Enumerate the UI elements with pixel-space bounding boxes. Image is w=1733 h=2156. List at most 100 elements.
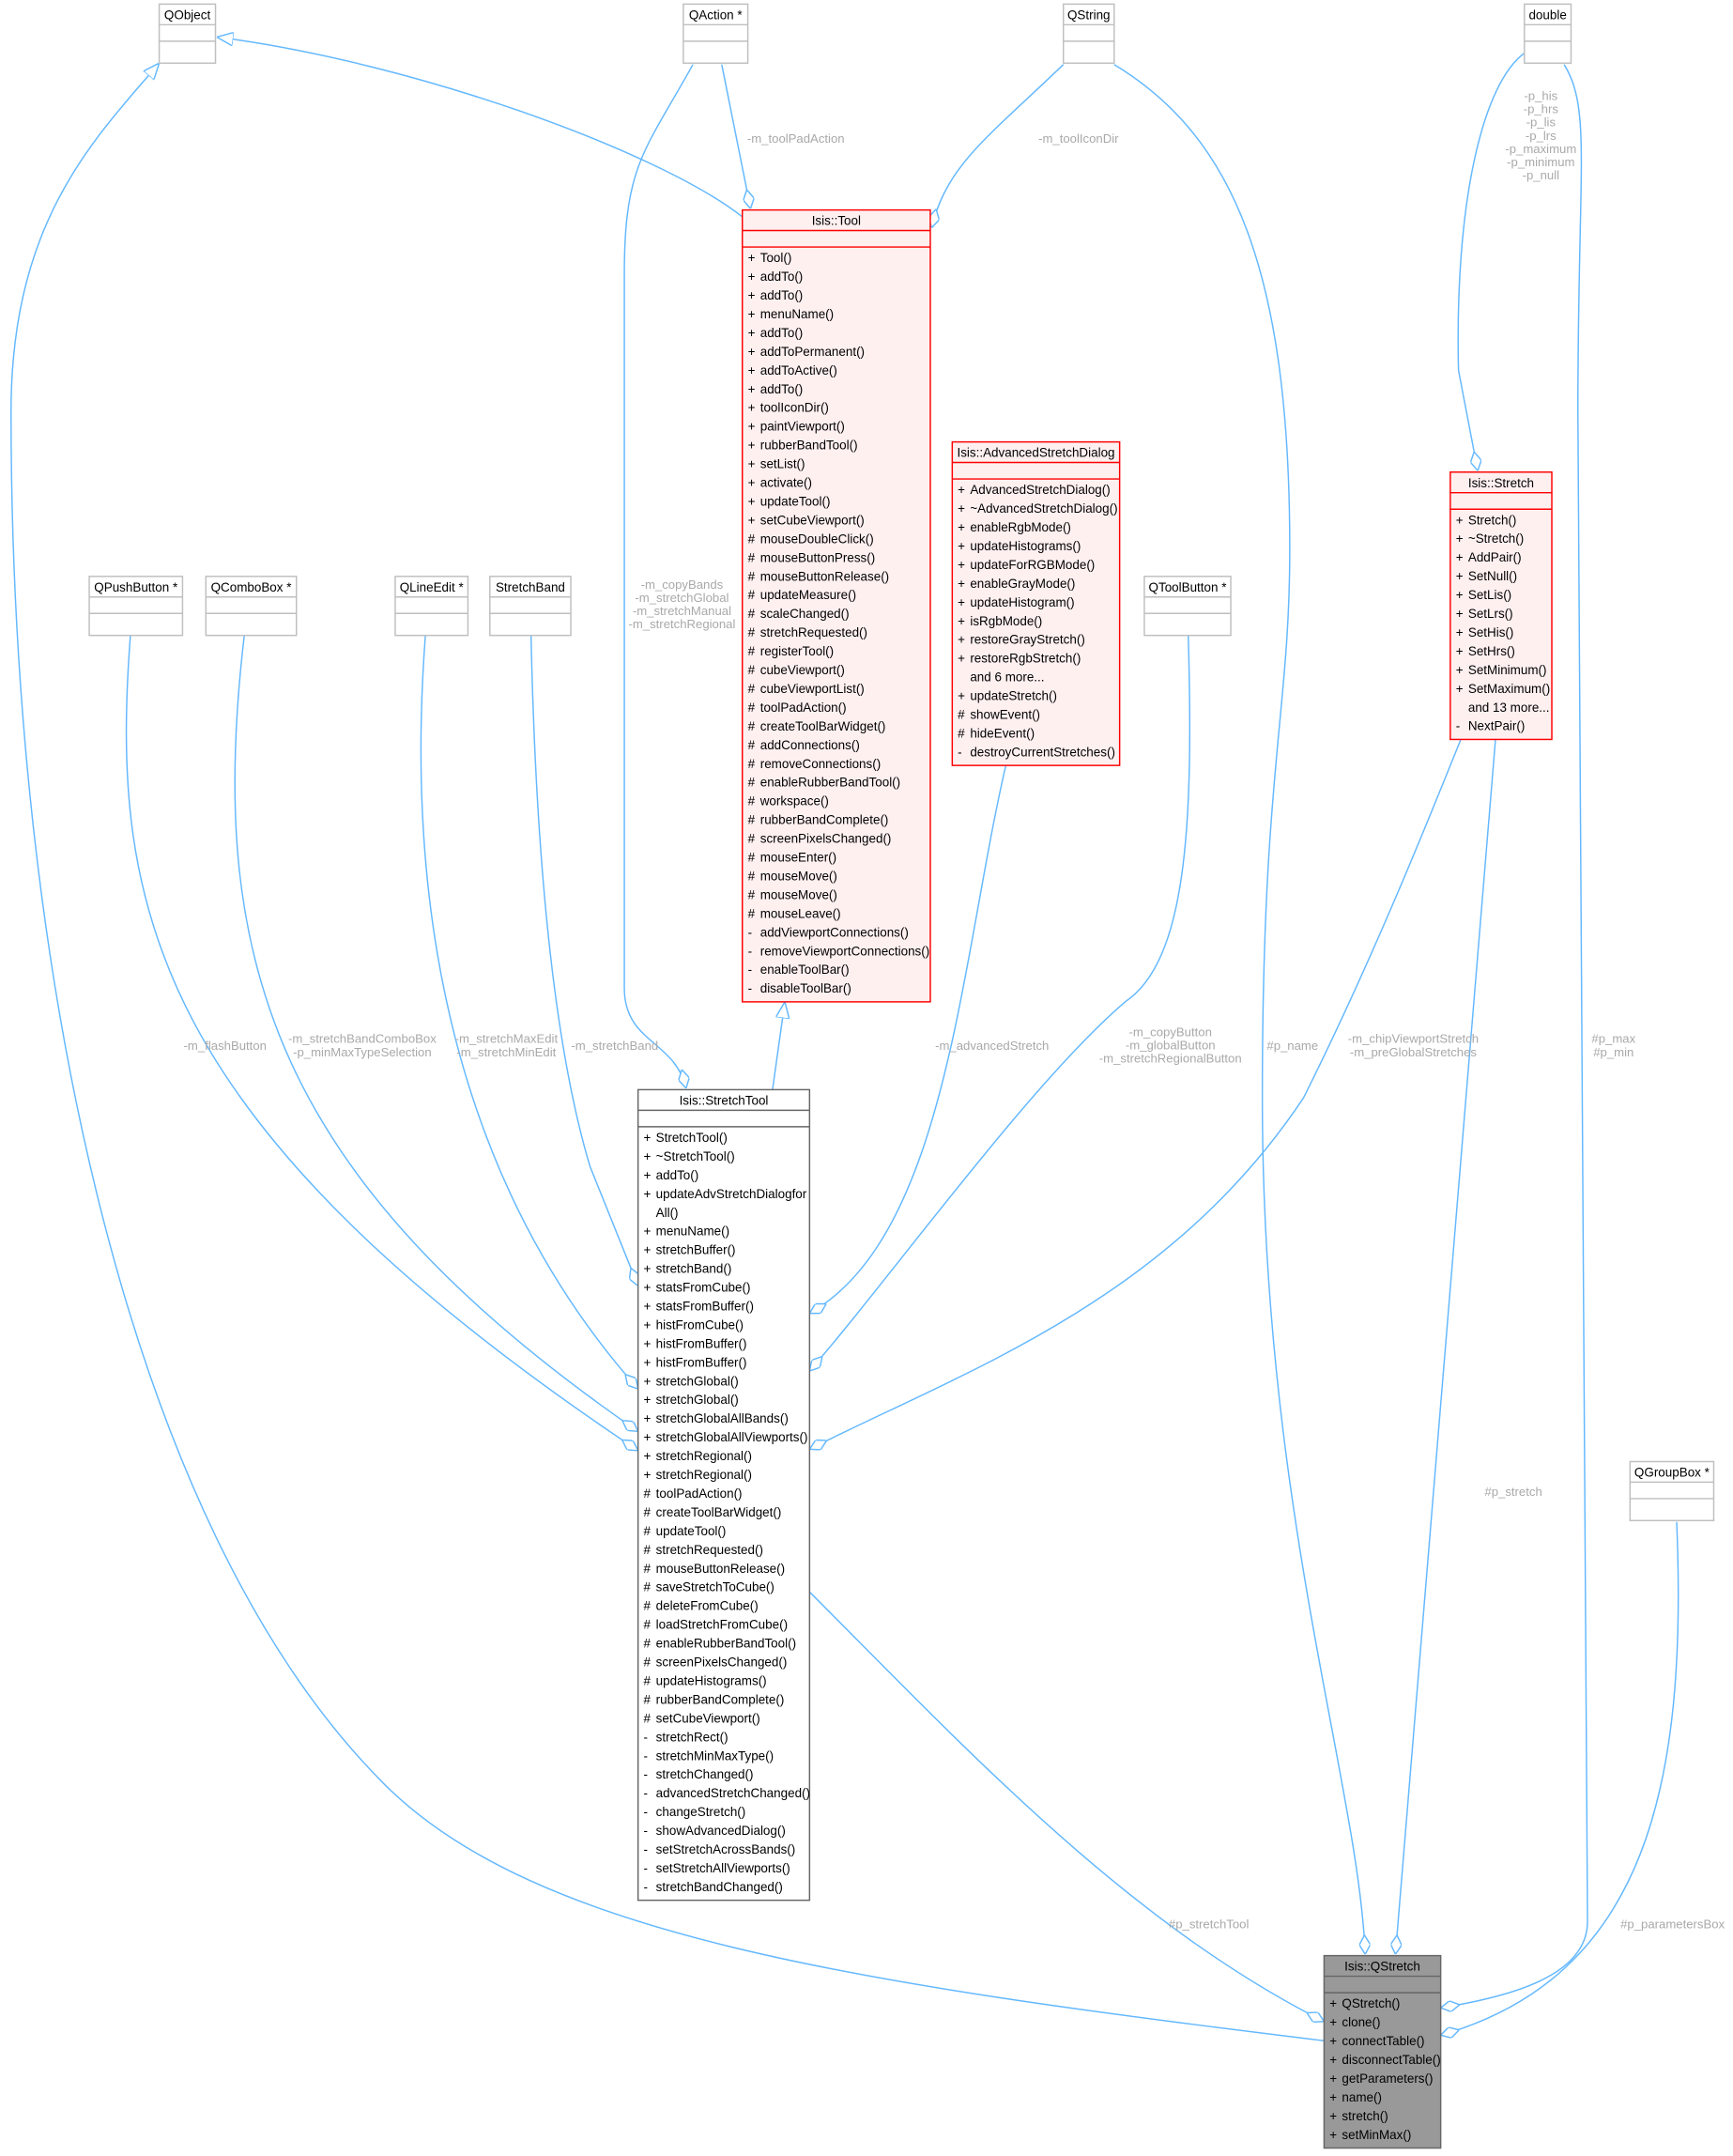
class-title: QLineEdit * — [400, 580, 465, 594]
member-visibility: - — [644, 1880, 648, 1894]
member-visibility: + — [1329, 1996, 1337, 2010]
class-title: Isis::AdvancedStretchDialog — [957, 446, 1114, 460]
member-name: enableRgbMode() — [970, 520, 1071, 534]
member-name: updateTool() — [760, 494, 831, 508]
member-visibility: # — [644, 1673, 652, 1687]
member-visibility: - — [644, 1730, 648, 1744]
member-name: mouseMove() — [760, 887, 837, 901]
member-name: mouseEnter() — [760, 851, 836, 865]
member-name: stretchBand() — [656, 1262, 732, 1276]
class-title: QString — [1067, 8, 1111, 22]
member-visibility: # — [644, 1486, 652, 1501]
member-name: loadStretchFromCube() — [656, 1618, 788, 1632]
member-visibility: + — [748, 345, 756, 359]
edge-qgroupbox-qstretch — [1441, 1521, 1679, 2036]
edge-label: -p_minimum — [1507, 155, 1574, 169]
member-visibility: + — [644, 1281, 652, 1295]
member-name: saveStretchToCube() — [656, 1580, 774, 1594]
member-name: stretchRequested() — [760, 625, 867, 639]
member-visibility: + — [1456, 644, 1464, 658]
member-name: addTo() — [760, 270, 804, 284]
member-visibility: + — [1456, 588, 1464, 602]
class-box-tool[interactable]: Isis::Tool+Tool()+addTo()+addTo()+menuNa… — [742, 208, 931, 1003]
member-name: mouseButtonRelease() — [760, 569, 889, 583]
edge-stretchband-stretchtool — [529, 635, 638, 1286]
member-visibility: + — [958, 577, 965, 591]
member-visibility: # — [644, 1637, 652, 1651]
member-name: stretchBuffer() — [656, 1243, 736, 1257]
edge-label: -m_toolIconDir — [1038, 131, 1119, 146]
member-name: and 6 more... — [970, 670, 1044, 685]
member-visibility: # — [748, 531, 756, 546]
member-name: enableRubberBandTool() — [656, 1637, 796, 1651]
member-visibility: - — [644, 1748, 648, 1763]
member-name: addViewportConnections() — [760, 925, 909, 939]
member-name: hideEvent() — [970, 726, 1035, 740]
member-visibility: # — [748, 832, 756, 846]
member-name: setCubeViewport() — [760, 513, 865, 527]
class-box-qgroupbox[interactable]: QGroupBox * — [1629, 1460, 1715, 1522]
class-box-qlineedit[interactable]: QLineEdit * — [394, 576, 469, 637]
member-name: cubeViewportList() — [760, 682, 865, 696]
edge-label: -m_stretchBand — [571, 1039, 658, 1053]
class-box-stretchtool[interactable]: Isis::StretchTool+StretchTool()+~Stretch… — [636, 1088, 811, 1902]
class-box-double[interactable]: double — [1524, 3, 1572, 64]
member-name: enableToolBar() — [760, 962, 850, 977]
class-box-qstretch[interactable]: Isis::QStretch+QStretch()+clone()+connec… — [1323, 1954, 1442, 2149]
member-visibility: # — [748, 607, 756, 621]
member-name: Stretch() — [1468, 513, 1517, 527]
member-name: stretchGlobal() — [656, 1393, 739, 1407]
member-name: updateTool() — [656, 1524, 727, 1538]
member-visibility: # — [644, 1711, 652, 1725]
edge-label: #p_name — [1266, 1039, 1318, 1053]
member-name: histFromBuffer() — [656, 1336, 747, 1350]
member-visibility: + — [958, 520, 965, 534]
member-name: connectTable() — [1342, 2034, 1424, 2048]
member-visibility: + — [644, 1393, 652, 1407]
class-box-qobject[interactable]: QObject — [158, 3, 217, 64]
member-visibility: # — [644, 1562, 652, 1576]
class-title: QGroupBox * — [1634, 1466, 1710, 1480]
member-visibility: + — [748, 476, 756, 490]
member-name: stretchBandChanged() — [656, 1880, 783, 1894]
member-visibility: - — [1456, 719, 1460, 733]
class-box-stretchband[interactable]: StretchBand — [489, 576, 572, 637]
edge-label: #p_stretchTool — [1169, 1917, 1250, 1931]
member-visibility: + — [958, 689, 965, 703]
class-box-asd[interactable]: Isis::AdvancedStretchDialog+AdvancedStre… — [951, 440, 1121, 766]
member-name: setMinMax() — [1342, 2128, 1411, 2142]
member-visibility: # — [748, 776, 756, 790]
member-visibility: + — [1456, 625, 1464, 639]
class-box-qcombobox[interactable]: QComboBox * — [205, 576, 298, 637]
member-visibility: + — [1329, 2109, 1337, 2123]
member-visibility: + — [748, 326, 756, 340]
member-visibility: + — [1456, 663, 1464, 677]
member-name: restoreGrayStretch() — [970, 633, 1084, 647]
member-visibility: - — [644, 1786, 648, 1800]
member-name: paintViewport() — [760, 420, 845, 434]
member-visibility: - — [644, 1767, 648, 1781]
member-name: updateForRGBMode() — [970, 558, 1095, 572]
class-box-stretch[interactable]: Isis::Stretch+Stretch()+~Stretch()+AddPa… — [1449, 471, 1553, 741]
member-visibility: # — [644, 1543, 652, 1557]
member-visibility: + — [748, 363, 756, 377]
member-visibility: + — [644, 1187, 652, 1201]
member-visibility: + — [644, 1411, 652, 1425]
class-box-qtoolbutton[interactable]: QToolButton * — [1143, 576, 1232, 637]
member-visibility: + — [1456, 531, 1464, 546]
class-box-qaction[interactable]: QAction * — [682, 3, 749, 64]
member-name: screenPixelsChanged() — [760, 832, 892, 846]
member-visibility: # — [748, 682, 756, 696]
edge-label: -m_stretchRegional — [628, 617, 735, 631]
edge-double-stretch — [1457, 51, 1526, 471]
class-title: QPushButton * — [94, 580, 178, 594]
member-name: mouseLeave() — [760, 906, 841, 920]
edge-qstring-tool — [931, 64, 1065, 228]
class-box-qstring[interactable]: QString — [1062, 3, 1115, 64]
class-box-qpushbutton[interactable]: QPushButton * — [88, 576, 184, 637]
member-name: mouseDoubleClick() — [760, 531, 874, 546]
member-visibility: # — [748, 663, 756, 677]
member-name: StretchTool() — [656, 1131, 728, 1145]
